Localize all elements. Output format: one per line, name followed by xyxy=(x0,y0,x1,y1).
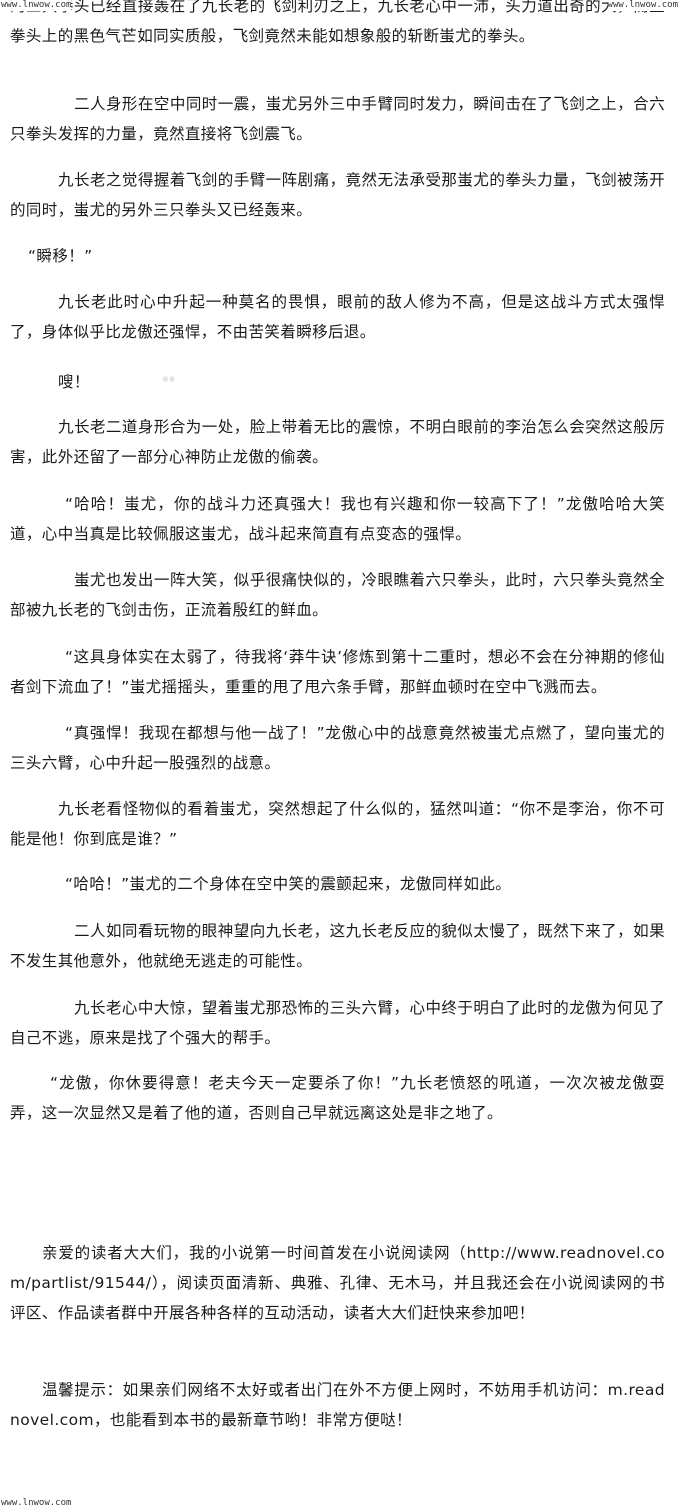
paragraph: “龙傲，你休要得意！老夫今天一定要杀了你！”九长老愤怒的吼道，一次次被龙傲耍弄，… xyxy=(10,1074,665,1122)
paragraph: “真强悍！我现在都想与他一战了！”龙傲心中的战意竟然被蚩尤点燃了，望向蚩尤的三头… xyxy=(10,724,665,772)
watermark-bottom-left: www.lnwow.com xyxy=(1,1498,72,1509)
paragraph: 的三只拳头已经直接轰在了九长老的飞剑利刃之上，九长老心中一沛，头力道出奇的大，而… xyxy=(10,0,665,45)
paragraph: 嗖！ xyxy=(58,373,90,391)
paragraph: 九长老之觉得握着飞剑的手臂一阵剧痛，竟然无法承受那蚩尤的拳头力量，飞剑被荡开的同… xyxy=(10,171,665,219)
paragraph: 九长老二道身形合为一处，脸上带着无比的震惊，不明白眼前的李治怎么会突然这般厉害，… xyxy=(10,418,665,466)
watermark-top-right: www.lnwow.com xyxy=(607,0,678,11)
paragraph: “哈哈！蚩尤，你的战斗力还真强大！我也有兴趣和你一较高下了！”龙傲哈哈大笑道，心… xyxy=(10,495,665,543)
paragraph: “这具身体实在太弱了，待我将‘莽牛诀’修炼到第十二重时，想必不会在分神期的修仙者… xyxy=(10,648,665,696)
watermark-top-left: www.lnwow.com xyxy=(1,0,72,11)
paragraph: 九长老看怪物似的看着蚩尤，突然想起了什么似的，猛然叫道：“你不是李治，你不可能是… xyxy=(10,800,665,848)
faint-mark: ※※ xyxy=(162,375,176,384)
paragraph: 二人身形在空中同时一震，蚩尤另外三中手臂同时发力，瞬间击在了飞剑之上，合六只拳头… xyxy=(10,95,665,143)
paragraph: 九长老此时心中升起一种莫名的畏惧，眼前的敌人修为不高，但是这战斗方式太强悍了，身… xyxy=(10,293,665,341)
paragraph: “瞬移！” xyxy=(28,247,93,265)
paragraph: “哈哈！”蚩尤的二个身体在空中笑的震颤起来，龙傲同样如此。 xyxy=(65,875,512,893)
reader-notice: 亲爱的读者大大们，我的小说第一时间首发在小说阅读网（http://www.rea… xyxy=(10,1244,665,1322)
mobile-tip: 温馨提示：如果亲们网络不太好或者出门在外不方便上网时，不妨用手机访问：m.rea… xyxy=(10,1381,665,1429)
paragraph: 二人如同看玩物的眼神望向九长老，这九长老反应的貌似太慢了，既然下来了，如果不发生… xyxy=(10,922,665,970)
paragraph: 九长老心中大惊，望着蚩尤那恐怖的三头六臂，心中终于明白了此时的龙傲为何见了自己不… xyxy=(10,999,665,1047)
paragraph: 蚩尤也发出一阵大笑，似乎很痛快似的，冷眼瞧着六只拳头，此时，六只拳头竟然全部被九… xyxy=(10,571,665,619)
